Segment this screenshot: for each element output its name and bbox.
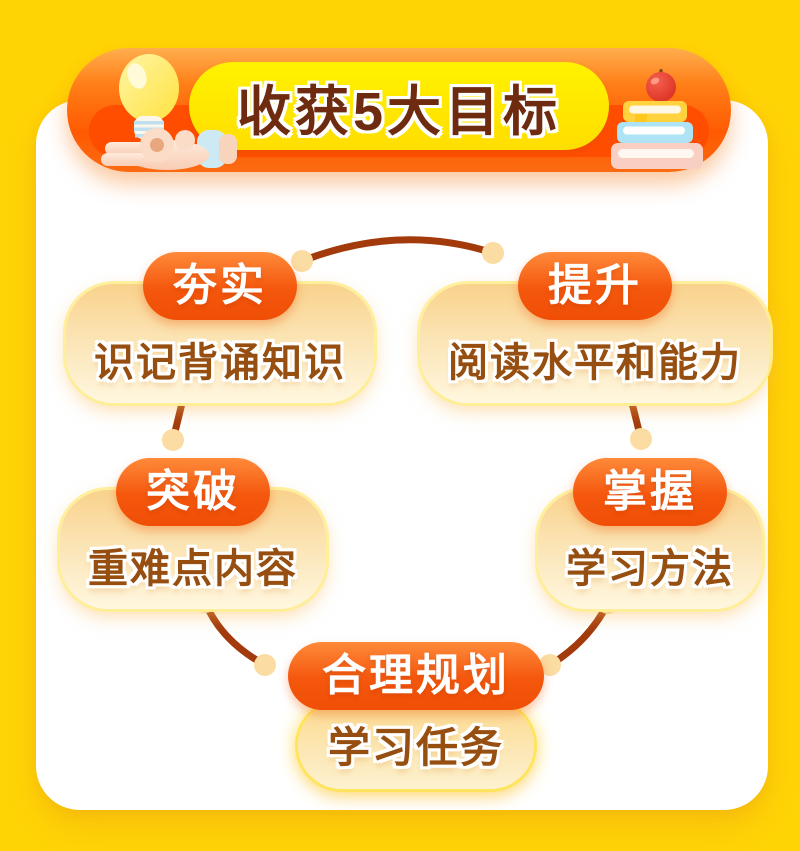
goal-item-improve: 提升 阅读水平和能力	[420, 252, 770, 403]
goal-badge: 夯实	[143, 252, 297, 320]
goal-badge: 掌握	[573, 458, 727, 526]
goal-item-plan: 合理规划 学习任务	[288, 642, 544, 789]
header-banner: 收获5大目标	[67, 48, 731, 172]
goal-item-consolidate: 夯实 识记背诵知识	[66, 252, 374, 403]
lightbulb-hand-icon	[101, 54, 237, 170]
connector-bottom-left	[201, 598, 269, 669]
goal-description: 学习任务	[297, 702, 534, 789]
goal-item-breakthrough: 突破 重难点内容	[60, 458, 326, 609]
title-pill: 收获5大目标	[189, 62, 609, 150]
connector-top-arc	[298, 236, 497, 265]
goal-badge: 提升	[518, 252, 672, 320]
apple	[646, 68, 676, 102]
goal-badge: 合理规划	[288, 642, 544, 710]
book-stack	[611, 101, 703, 169]
books-apple-icon	[611, 68, 703, 169]
hand	[101, 128, 237, 170]
goal-item-master: 掌握 学习方法	[538, 458, 762, 609]
connector-bottom-right	[546, 599, 612, 669]
goal-description: 识记背诵知识	[66, 284, 374, 403]
page-title: 收获5大目标	[236, 81, 562, 142]
goal-badge: 突破	[116, 458, 270, 526]
